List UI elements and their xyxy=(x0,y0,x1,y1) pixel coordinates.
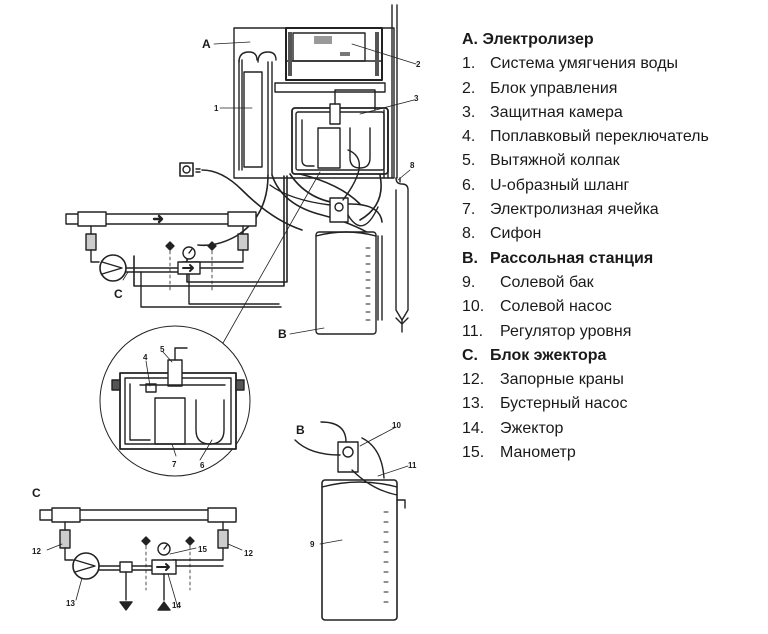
item-text: Сифон xyxy=(490,225,542,243)
item-text: Эжектор xyxy=(500,419,564,437)
section-title: Электролизер xyxy=(482,31,594,48)
brine-tank-main xyxy=(269,149,379,335)
item-number: 13. xyxy=(462,395,485,413)
legend-item: 2. Блок управления xyxy=(462,77,762,101)
ejector-block-detail xyxy=(39,507,237,611)
item-number: 14. xyxy=(462,419,485,437)
callout-10: 10 xyxy=(392,421,401,430)
chamber-detail-inset xyxy=(99,171,321,477)
legend-item: 3. Защитная камера xyxy=(462,101,762,125)
legend-item: 1. Система умягчения воды xyxy=(462,52,762,76)
legend-item: 10. Солевой насос xyxy=(462,295,762,319)
callout-labels: A B C B C 1 2 3 4 5 6 7 8 9 10 11 12 12 … xyxy=(32,37,421,610)
section-title: Рассольная станция xyxy=(490,249,654,267)
item-number: 8. xyxy=(462,225,476,243)
item-text: Блок управления xyxy=(490,79,618,97)
callout-c-detail: C xyxy=(32,486,41,500)
item-text: Электролизная ячейка xyxy=(490,201,659,219)
item-text: Защитная камера xyxy=(490,103,623,121)
item-text: Солевой бак xyxy=(500,273,594,291)
item-text: Бустерный насос xyxy=(500,395,628,413)
legend: A. Электролизер 1. Система умягчения воды… xyxy=(462,28,762,465)
callout-7: 7 xyxy=(172,460,177,469)
callout-6: 6 xyxy=(200,461,205,470)
item-text: Поплавковый переключатель xyxy=(490,128,709,146)
callout-11: 11 xyxy=(408,461,417,470)
callout-c-main: C xyxy=(114,287,123,301)
callout-13: 13 xyxy=(66,599,75,608)
item-text: Вытяжной колпак xyxy=(490,152,620,170)
item-number: 9. xyxy=(462,273,476,291)
section-letter: B. xyxy=(462,249,478,267)
legend-item: 6. U-образный шланг xyxy=(462,174,762,198)
item-text: Регулятор уровня xyxy=(500,322,632,340)
electrolyzer-panel xyxy=(233,4,398,179)
callout-b-detail: B xyxy=(296,423,305,437)
siphon xyxy=(395,177,409,333)
legend-section-c: C. Блок эжектора xyxy=(462,344,762,368)
callout-8: 8 xyxy=(410,161,415,170)
item-number: 6. xyxy=(462,176,476,194)
callout-9: 9 xyxy=(310,540,315,549)
legend-section-b: B. Рассольная станция xyxy=(462,247,762,271)
callout-5: 5 xyxy=(160,345,165,354)
item-number: 5. xyxy=(462,152,476,170)
callout-1: 1 xyxy=(214,104,219,113)
legend-item: 8. Сифон xyxy=(462,222,762,246)
callout-14: 14 xyxy=(172,601,181,610)
callout-2: 2 xyxy=(416,60,421,69)
tank-scale-marks xyxy=(365,247,371,321)
section-letter: C. xyxy=(462,346,478,364)
item-number: 10. xyxy=(462,298,485,316)
ejector-block-main xyxy=(65,211,282,308)
legend-item: 13. Бустерный насос xyxy=(462,392,762,416)
section-letter: A. xyxy=(462,31,478,48)
brine-station-detail xyxy=(294,421,406,621)
water-softener xyxy=(238,51,277,176)
item-text: Солевой насос xyxy=(500,298,612,316)
callout-b-main: B xyxy=(278,327,287,341)
callout-12-left: 12 xyxy=(32,547,41,556)
item-number: 11. xyxy=(462,322,484,340)
control-unit xyxy=(285,27,383,81)
legend-item: 11. Регулятор уровня xyxy=(462,320,762,344)
legend-item: 15. Манометр xyxy=(462,441,762,465)
callout-12-right: 12 xyxy=(244,549,253,558)
legend-item: 7. Электролизная ячейка xyxy=(462,198,762,222)
item-number: 3. xyxy=(462,103,476,121)
tank-scale-marks xyxy=(383,511,389,603)
callout-15: 15 xyxy=(198,545,207,554)
section-title: Блок эжектора xyxy=(490,346,607,364)
callout-4: 4 xyxy=(143,353,148,362)
item-number: 4. xyxy=(462,128,476,146)
leader-lines xyxy=(46,41,417,609)
item-number: 15. xyxy=(462,444,485,462)
legend-item: 4. Поплавковый переключатель xyxy=(462,125,762,149)
callout-a: A xyxy=(202,37,211,51)
item-number: 1. xyxy=(462,55,476,73)
item-text: Запорные краны xyxy=(500,371,624,389)
legend-section-a: A. Электролизер xyxy=(462,28,762,52)
legend-item: 5. Вытяжной колпак xyxy=(462,149,762,173)
legend-item: 12. Запорные краны xyxy=(462,368,762,392)
item-text: U-образный шланг xyxy=(490,176,630,194)
legend-item: 14. Эжектор xyxy=(462,417,762,441)
power-socket-icon xyxy=(179,162,303,231)
item-number: 7. xyxy=(462,201,476,219)
item-text: Манометр xyxy=(500,444,576,462)
item-text: Система умягчения воды xyxy=(490,55,679,73)
item-number: 2. xyxy=(462,79,476,97)
callout-3: 3 xyxy=(414,94,419,103)
legend-item: 9. Солевой бак xyxy=(462,271,762,295)
item-number: 12. xyxy=(462,371,485,389)
